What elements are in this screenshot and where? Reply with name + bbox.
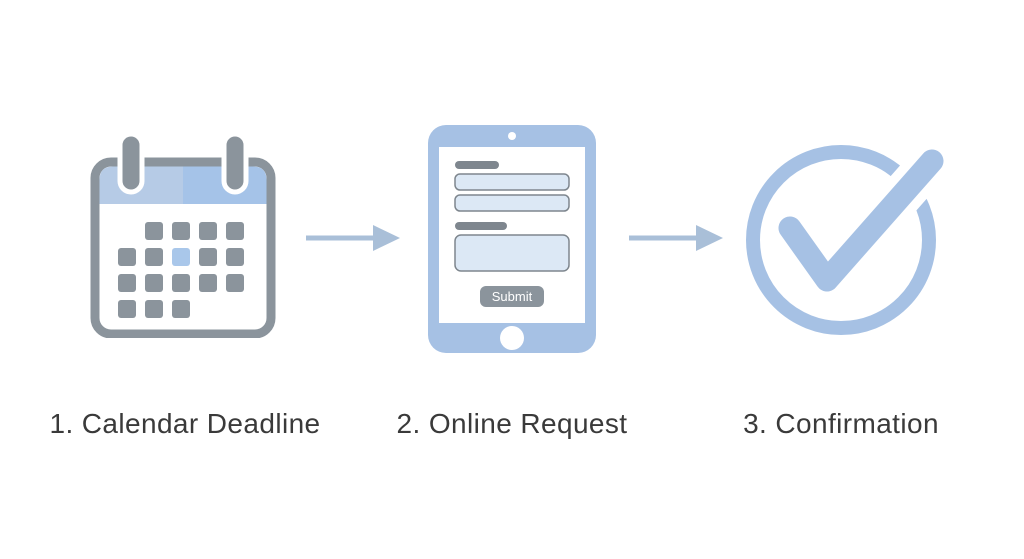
arrow-right-icon [629,225,723,251]
submit-button-label: Submit [492,289,533,304]
calendar-peg-right [221,131,249,195]
form-input-1 [454,173,570,191]
calendar-day-grid [118,222,244,318]
form-textarea [454,234,570,272]
step-label-calendar-deadline: 1. Calendar Deadline [49,408,321,439]
calendar-peg-left [117,131,145,195]
calendar-icon [90,131,276,338]
form-field-label-bar-2 [455,222,507,230]
calendar-highlighted-day [172,248,190,266]
submit-button [480,286,544,307]
step-label-online-request: 2. Online Request [396,408,628,439]
arrow-right-icon [306,225,400,251]
tablet-form-icon: Submit [428,125,596,353]
form-input-2 [454,194,570,212]
step-label-confirmation: 3. Confirmation [743,408,939,439]
tablet-home-button [500,326,524,350]
confirmation-circle [746,145,936,335]
check-circle-icon [746,140,948,335]
form-field-label-bar-1 [455,161,499,169]
tablet-camera-dot [508,132,516,140]
online-form: Submit [454,161,570,307]
checkmark [778,149,944,292]
